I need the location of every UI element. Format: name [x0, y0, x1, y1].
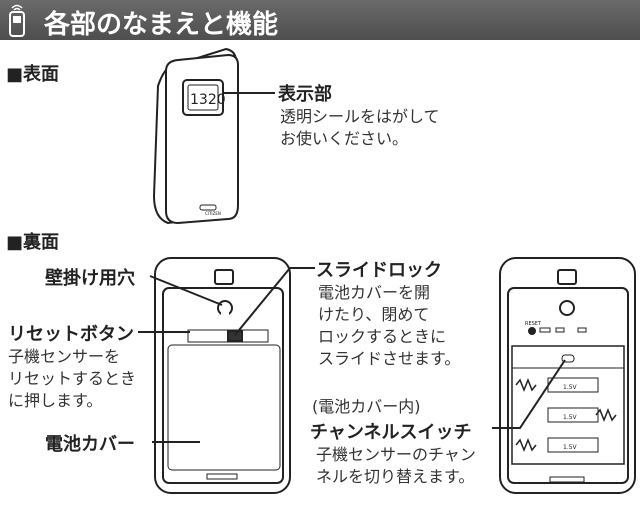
slide-desc-3: ロックするときに	[318, 327, 447, 346]
channel-desc-2: ネルを切り替えます。	[316, 467, 475, 486]
slide-lock-label: スライドロック	[316, 260, 442, 281]
brand-text: CITIZEN	[205, 211, 221, 216]
svg-text:1.5V: 1.5V	[563, 444, 578, 451]
slide-desc-4: スライドさせます。	[318, 349, 461, 368]
section-front: ■表面	[6, 64, 60, 85]
page-title: 各部のなまえと機能	[44, 10, 279, 40]
front-device: 1320	[152, 47, 239, 225]
inside-note: (電池カバー内)	[312, 397, 421, 416]
display-desc-2: お使いください。	[280, 129, 409, 148]
svg-text:1.5V: 1.5V	[563, 414, 578, 421]
lcd-text: 1320	[190, 92, 226, 108]
wall-hole-label: 壁掛け用穴	[45, 268, 135, 289]
reset-button-label: リセットボタン	[8, 324, 134, 345]
reset-desc-2: リセットするとき	[8, 369, 137, 388]
display-desc-1: 透明シールをはがして	[280, 107, 440, 126]
reset-desc-1: 子機センサーを	[8, 347, 121, 366]
slide-desc-2: けたり、閉めて	[318, 305, 430, 324]
phone-icon	[9, 4, 25, 37]
battery-cover-label: 電池カバー	[45, 434, 135, 455]
svg-text:1.5V: 1.5V	[563, 384, 578, 391]
slide-desc-1: 電池カバーを開	[318, 283, 431, 302]
title-bar	[0, 0, 640, 40]
channel-switch-label: チャンネルスイッチ	[310, 422, 472, 443]
back-device	[154, 257, 291, 494]
back-device-open	[499, 257, 636, 494]
reset-desc-3: に押します。	[8, 391, 103, 410]
channel-desc-1: 子機センサーのチャン	[316, 445, 476, 464]
reset-text: RESET	[525, 321, 542, 327]
section-back: ■裏面	[6, 232, 60, 253]
display-label: 表示部	[278, 84, 332, 105]
